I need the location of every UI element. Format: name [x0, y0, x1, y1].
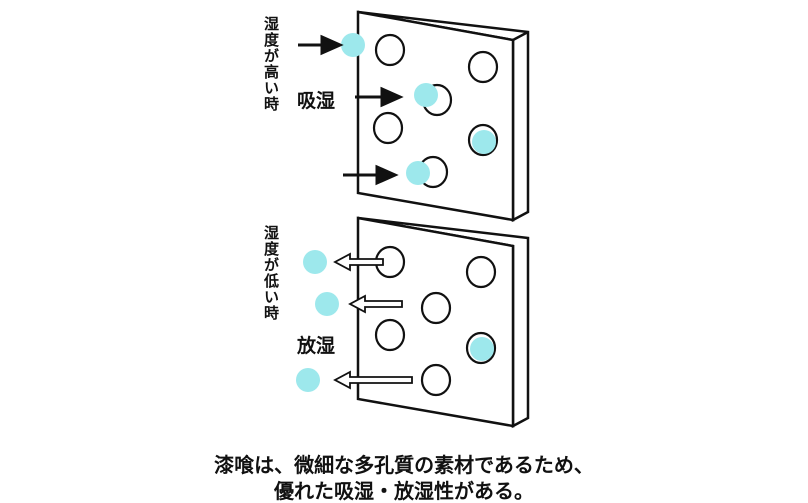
- release-label: 放湿: [297, 335, 336, 357]
- pores: [372, 33, 499, 397]
- wall-panel-top: [356, 10, 530, 223]
- release-arrows: [333, 252, 413, 390]
- absorb-label: 吸湿: [297, 90, 336, 112]
- moisture-dots: [296, 33, 496, 392]
- caption-line-1: 漆喰は、微細な多孔質の素材であるため、: [214, 453, 594, 477]
- absorb-arrows: [298, 34, 404, 186]
- low-humidity-label: 湿度が低い時: [262, 225, 280, 321]
- caption-line-2: 優れた吸湿・放湿性がある。: [274, 479, 534, 503]
- high-humidity-label: 湿度が高い時: [262, 16, 280, 112]
